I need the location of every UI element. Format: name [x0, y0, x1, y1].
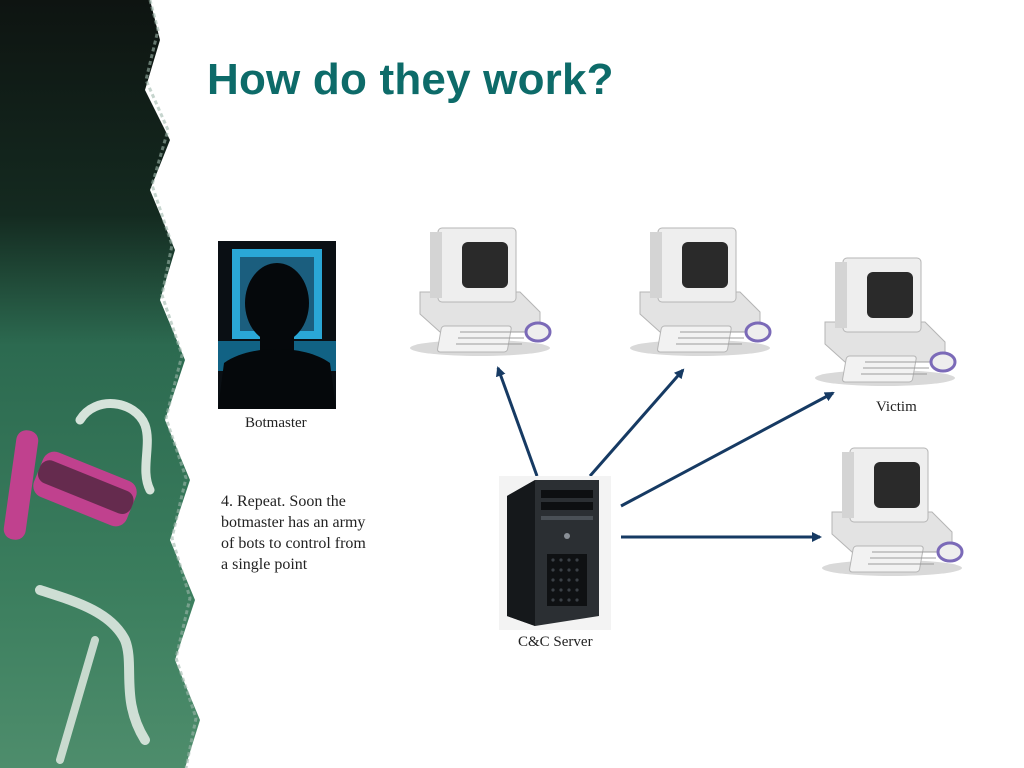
arrow-to-bot-1 [496, 366, 539, 477]
server-label: C&C Server [518, 634, 593, 650]
pink-chalk-icon [3, 430, 137, 540]
description-line: of bots to control from [221, 535, 366, 552]
chalk-scribble [75, 399, 155, 495]
botmaster-silhouette-icon [218, 241, 336, 409]
description-line: botmaster has an army [221, 514, 366, 531]
chalk-scribble [35, 585, 150, 745]
description-line: a single point [221, 556, 308, 573]
bot-computer-icon [630, 227, 772, 356]
arrow-to-bot-2 [588, 368, 685, 477]
bot-computer-icon [822, 447, 964, 576]
description-line: 4. Repeat. Soon the [221, 493, 346, 510]
chalkboard-decoration [0, 0, 200, 768]
server-tower-icon [499, 476, 611, 630]
victim-label: Victim [876, 399, 917, 415]
arrow-to-victim [620, 391, 835, 508]
step-description: 4. Repeat. Soon the botmaster has an arm… [221, 491, 411, 575]
slide-title: How do they work? [207, 55, 614, 104]
botmaster-label: Botmaster [245, 415, 307, 431]
victim-computer-icon [815, 257, 957, 386]
chalk-scribble [56, 636, 99, 764]
bot-computer-icon [410, 227, 552, 356]
